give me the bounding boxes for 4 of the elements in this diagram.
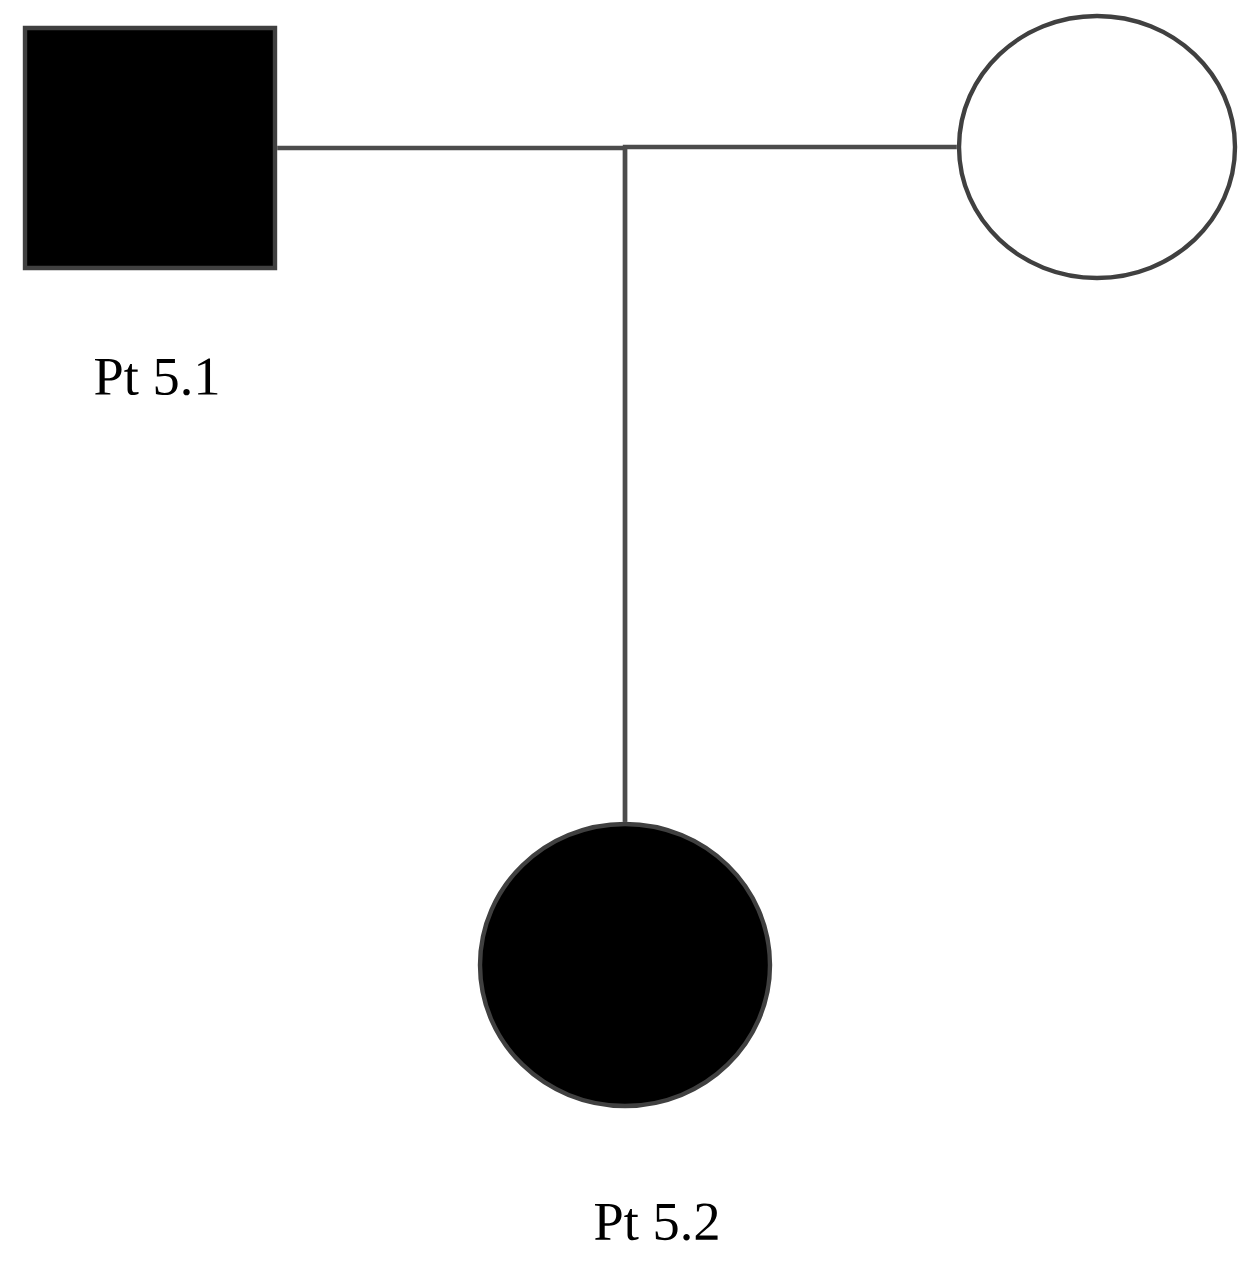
patient-label: Pt 5.1 [95,358,218,396]
patient-label: Pt 5.2 [595,1203,718,1241]
descent-line [622,144,957,822]
pedigree-circle [956,13,1238,281]
